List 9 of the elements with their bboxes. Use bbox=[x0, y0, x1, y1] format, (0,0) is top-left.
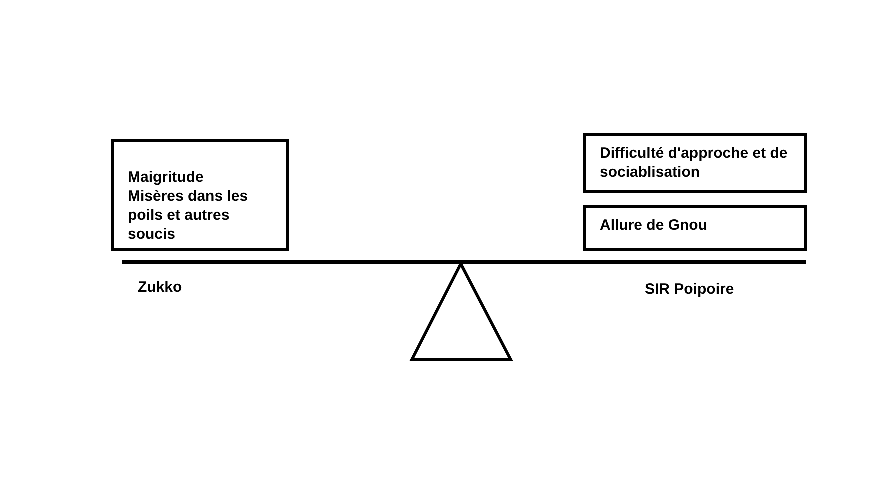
text-box bbox=[583, 205, 807, 251]
box-text: Difficulté d'approche et de sociablisation bbox=[600, 144, 789, 182]
side-label: SIR Poipoire bbox=[645, 281, 734, 298]
text-box bbox=[583, 133, 807, 193]
box-text: Misères dans les poils et autres soucis bbox=[128, 187, 250, 244]
box-text: Maigritude bbox=[128, 168, 205, 187]
box-text: Allure de Gnou bbox=[600, 216, 709, 235]
text-box bbox=[111, 139, 289, 251]
side-label: Zukko bbox=[138, 279, 182, 296]
